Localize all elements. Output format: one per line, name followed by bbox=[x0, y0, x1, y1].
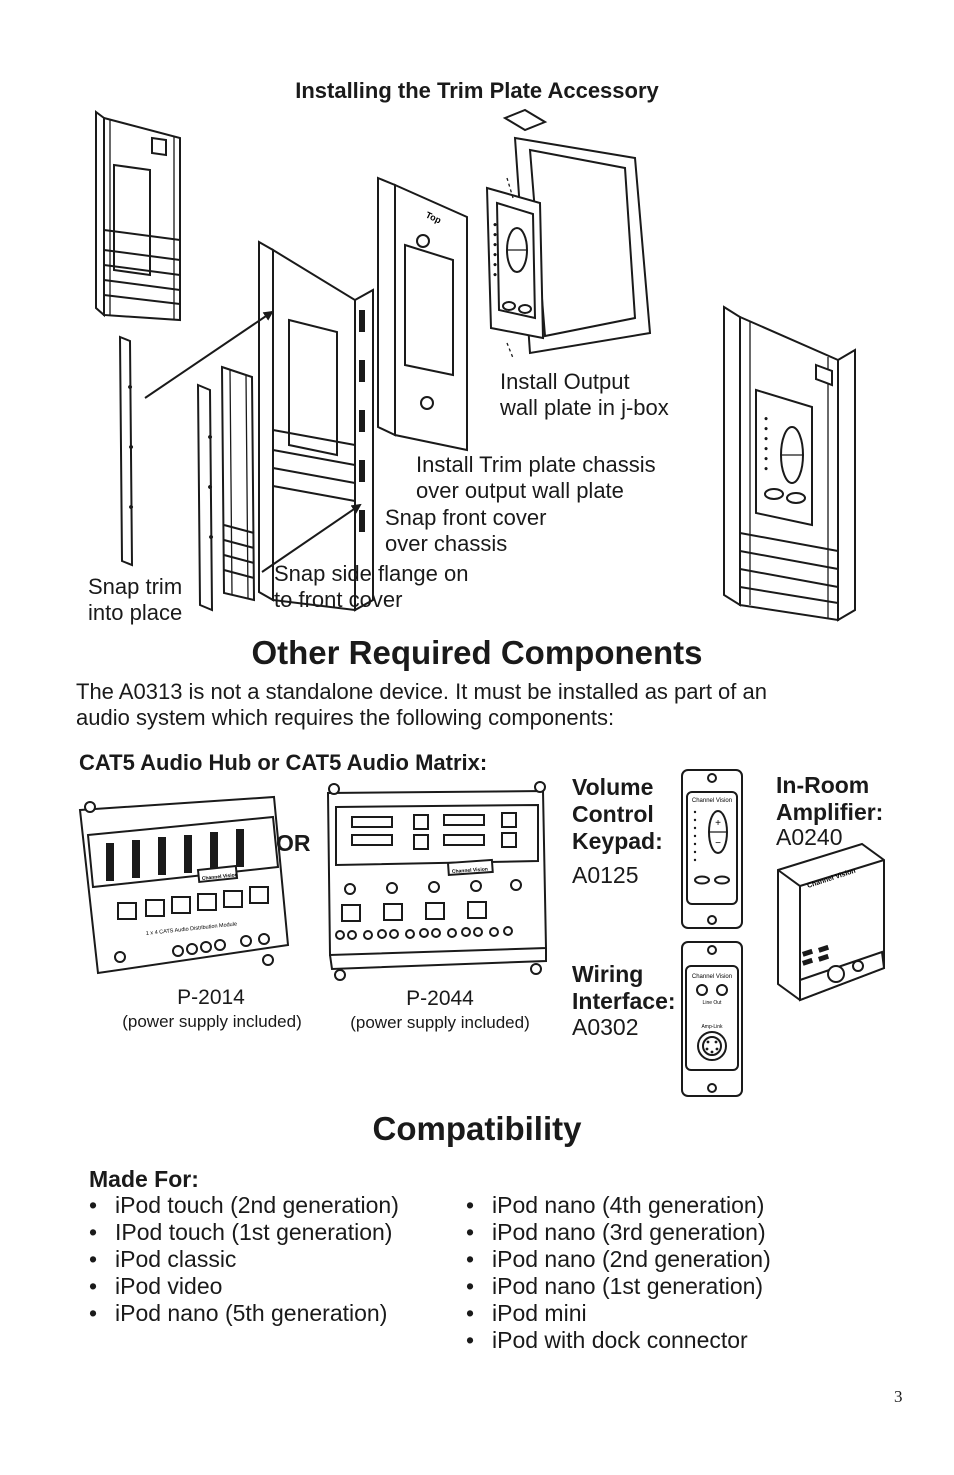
keypad-model: A0125 bbox=[572, 862, 639, 888]
chassis-illustration bbox=[258, 240, 374, 612]
compat-list-left: iPod touch (2nd generation) IPod touch (… bbox=[89, 1192, 399, 1327]
p2014-note: (power supply included) bbox=[122, 1012, 302, 1031]
p2014-model: P-2014 bbox=[177, 986, 245, 1009]
jbox-illustration bbox=[485, 108, 652, 359]
compat-title: Compatibility bbox=[372, 1110, 582, 1147]
list-item: iPod nano (1st generation) bbox=[466, 1273, 771, 1300]
trim-strips-illustration bbox=[118, 335, 256, 612]
list-item: iPod nano (4th generation) bbox=[466, 1192, 771, 1219]
list-item: iPod video bbox=[89, 1273, 399, 1300]
or-label: OR bbox=[276, 830, 311, 856]
trim-chassis-illustration: Top bbox=[377, 176, 468, 452]
hub-heading: CAT5 Audio Hub or CAT5 Audio Matrix: bbox=[79, 750, 488, 775]
made-for-heading: Made For: bbox=[89, 1166, 199, 1192]
list-item: iPod with dock connector bbox=[466, 1327, 771, 1354]
wiring-interface-illustration: Channel Vision Line Out Amp-Link bbox=[681, 941, 743, 1097]
list-item: iPod nano (5th generation) bbox=[89, 1300, 399, 1327]
amp-illustration: Channel Vision bbox=[777, 842, 886, 1002]
p2014-illustration: Channel Vision 1 x 4 CATS Audio Distribu… bbox=[78, 795, 290, 975]
install-title: Installing the Trim Plate Accessory bbox=[295, 78, 659, 103]
minus-icon: − bbox=[715, 838, 721, 849]
wiring-jack1: Line Out bbox=[703, 1000, 723, 1006]
keypad-logo: Channel Vision bbox=[692, 798, 732, 804]
front-cover-illustration bbox=[95, 110, 181, 322]
install-arrows bbox=[144, 310, 362, 573]
amp-model: A0240 bbox=[776, 824, 843, 850]
list-item: iPod touch (2nd generation) bbox=[89, 1192, 399, 1219]
p2014-logo: Channel Vision bbox=[202, 872, 238, 882]
wiring-model: A0302 bbox=[572, 1014, 639, 1040]
components-intro: The A0313 is not a standalone device. It… bbox=[76, 679, 767, 730]
p2044-note: (power supply included) bbox=[350, 1013, 530, 1032]
list-item: iPod classic bbox=[89, 1246, 399, 1273]
wiring-logo: Channel Vision bbox=[692, 974, 732, 980]
wiring-jack2: Amp-Link bbox=[701, 1024, 723, 1030]
p2044-illustration: Channel Vision bbox=[326, 781, 548, 981]
compat-list-right: iPod nano (4th generation) iPod nano (3r… bbox=[466, 1192, 771, 1354]
keypad-illustration: Channel Vision + − bbox=[681, 769, 743, 929]
p2044-model: P-2044 bbox=[406, 987, 474, 1010]
list-item: IPod touch (1st generation) bbox=[89, 1219, 399, 1246]
plus-icon: + bbox=[715, 818, 721, 829]
components-title: Other Required Components bbox=[251, 634, 703, 671]
finished-assembly-illustration bbox=[723, 305, 856, 622]
list-item: iPod nano (2nd generation) bbox=[466, 1246, 771, 1273]
list-item: iPod nano (3rd generation) bbox=[466, 1219, 771, 1246]
list-item: iPod mini bbox=[466, 1300, 771, 1327]
page-number: 3 bbox=[894, 1387, 903, 1406]
p2044-logo: Channel Vision bbox=[452, 866, 488, 874]
